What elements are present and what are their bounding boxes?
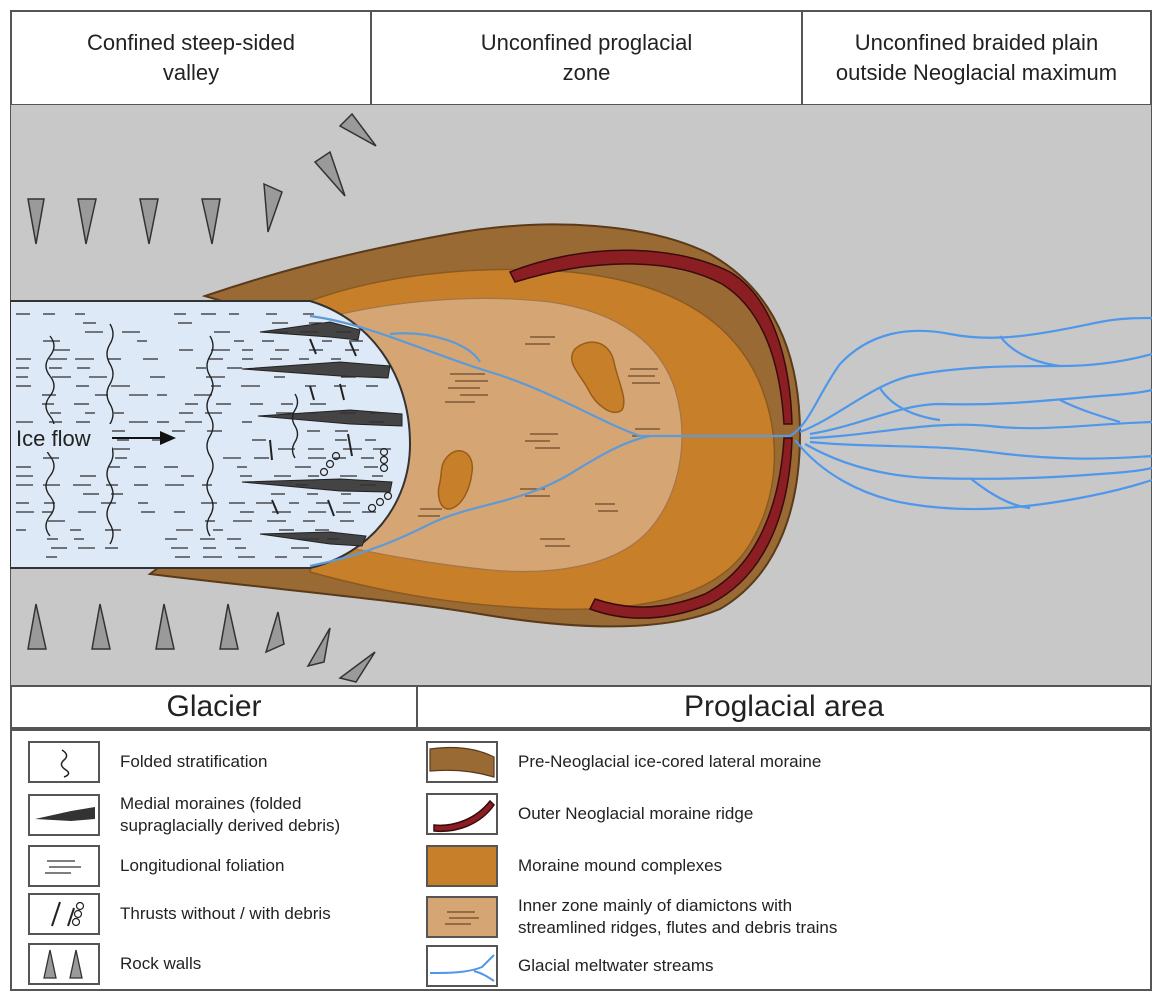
legend-label-lateral-moraine: Pre-Neoglacial ice-cored lateral moraine (518, 751, 821, 773)
zone-header-confined-valley: Confined steep-sided valley (10, 10, 372, 106)
rock-wall-icon-shape (44, 950, 56, 978)
medial-moraine-icon (28, 794, 100, 836)
zone-label-confined-valley: Confined steep-sided valley (87, 28, 295, 88)
legend-label-moraine-mounds: Moraine mound complexes (518, 855, 722, 877)
legend-item-outer-ridge: Outer Neoglacial moraine ridge (426, 793, 753, 835)
outer-ridge-icon (426, 793, 498, 835)
legend-item-longitudional-foliation: Longitudional foliation (28, 845, 284, 887)
lateral-moraine-icon (426, 741, 498, 783)
outer-ridge-icon-shape (434, 801, 494, 831)
stream-icon-path (474, 971, 494, 981)
legend: Folded stratification Medial moraines (f… (10, 729, 1152, 991)
thrust-icon-debris (77, 903, 84, 910)
legend-item-meltwater-streams: Glacial meltwater streams (426, 945, 714, 987)
rock-wall-icon (28, 943, 100, 985)
lateral-moraine-icon-shape (430, 747, 494, 777)
area-label-glacier: Glacier (166, 690, 261, 724)
thrust-icon (28, 893, 100, 935)
thrust-icon-debris (73, 919, 80, 926)
legend-item-inner-zone: Inner zone mainly of diamictons with str… (426, 895, 837, 939)
folded-stratification-icon-path (61, 750, 68, 777)
legend-label-meltwater-streams: Glacial meltwater streams (518, 955, 714, 977)
thrust-icon-debris (75, 911, 82, 918)
stream-icon (426, 945, 498, 987)
zone-label-proglacial: Unconfined proglacial zone (481, 28, 693, 88)
legend-label-inner-zone: Inner zone mainly of diamictons with str… (518, 895, 837, 939)
legend-label-longitudional-foliation: Longitudional foliation (120, 855, 284, 877)
legend-item-folded-stratification: Folded stratification (28, 741, 267, 783)
legend-item-moraine-mounds: Moraine mound complexes (426, 845, 722, 887)
ice-flow-label: Ice flow (16, 426, 91, 452)
foliation-icon (28, 845, 100, 887)
glacier-diagram (10, 104, 1152, 687)
rock-wall-icon-shape (70, 950, 82, 978)
mound-icon (426, 845, 498, 887)
legend-item-rock-walls: Rock walls (28, 943, 201, 985)
legend-label-medial-moraines: Medial moraines (folded supraglacially d… (120, 793, 340, 837)
zone-header-braided-plain: Unconfined braided plain outside Neoglac… (801, 10, 1152, 106)
area-header-glacier: Glacier (10, 685, 418, 729)
legend-item-thrusts: Thrusts without / with debris (28, 893, 331, 935)
legend-item-medial-moraines: Medial moraines (folded supraglacially d… (28, 793, 340, 837)
folded-stratification-icon (28, 741, 100, 783)
zone-header-proglacial: Unconfined proglacial zone (370, 10, 803, 106)
medial-moraine-icon-shape (35, 807, 95, 821)
legend-label-rock-walls: Rock walls (120, 953, 201, 975)
legend-label-thrusts: Thrusts without / with debris (120, 903, 331, 925)
thrust-icon-line (52, 902, 60, 926)
area-label-proglacial: Proglacial area (684, 690, 884, 724)
area-header-proglacial: Proglacial area (416, 685, 1152, 729)
legend-label-outer-ridge: Outer Neoglacial moraine ridge (518, 803, 753, 825)
legend-label-folded-stratification: Folded stratification (120, 751, 267, 773)
stream-icon-path (430, 955, 494, 973)
zone-label-braided-plain: Unconfined braided plain outside Neoglac… (836, 28, 1117, 88)
legend-item-lateral-moraine: Pre-Neoglacial ice-cored lateral moraine (426, 741, 821, 783)
inner-zone-icon (426, 896, 498, 938)
